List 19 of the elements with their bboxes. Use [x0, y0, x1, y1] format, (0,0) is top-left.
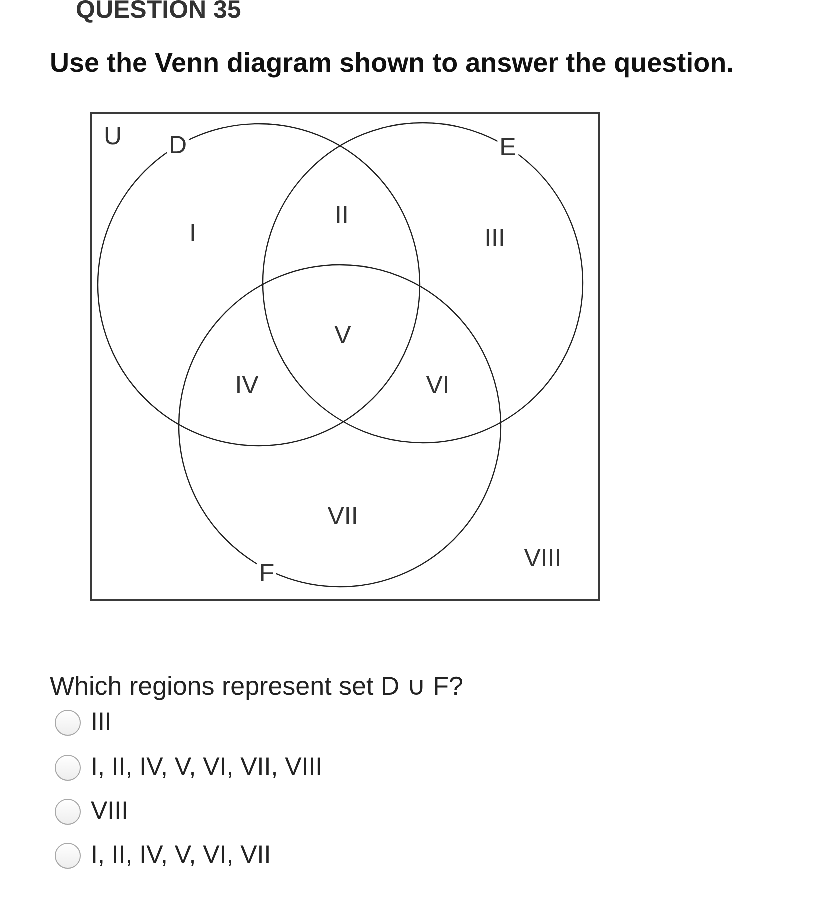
instruction-text: Use the Venn diagram shown to answer the question.	[50, 50, 734, 77]
set-circle	[262, 122, 584, 444]
universal-set-box	[90, 112, 600, 601]
region-label: III	[484, 226, 506, 252]
option-text: VIII	[91, 799, 129, 824]
region-label: VIII	[524, 546, 562, 572]
option-text: III	[91, 710, 112, 735]
set-circle	[97, 123, 421, 447]
region-label: II	[335, 204, 349, 228]
option-text: I, II, IV, V, VI, VII	[91, 843, 272, 868]
region-label: I	[190, 222, 196, 246]
option-text: I, II, IV, V, VI, VII, VIII	[91, 755, 323, 780]
region-label: VII	[328, 504, 358, 530]
region-label: VI	[426, 374, 450, 398]
set-circle	[178, 264, 502, 588]
question-text: Which regions represent set D ∪ F?	[50, 673, 464, 699]
question-number: QUESTION 35	[76, 0, 242, 23]
region-label: IV	[235, 374, 259, 398]
region-label: V	[334, 324, 352, 348]
